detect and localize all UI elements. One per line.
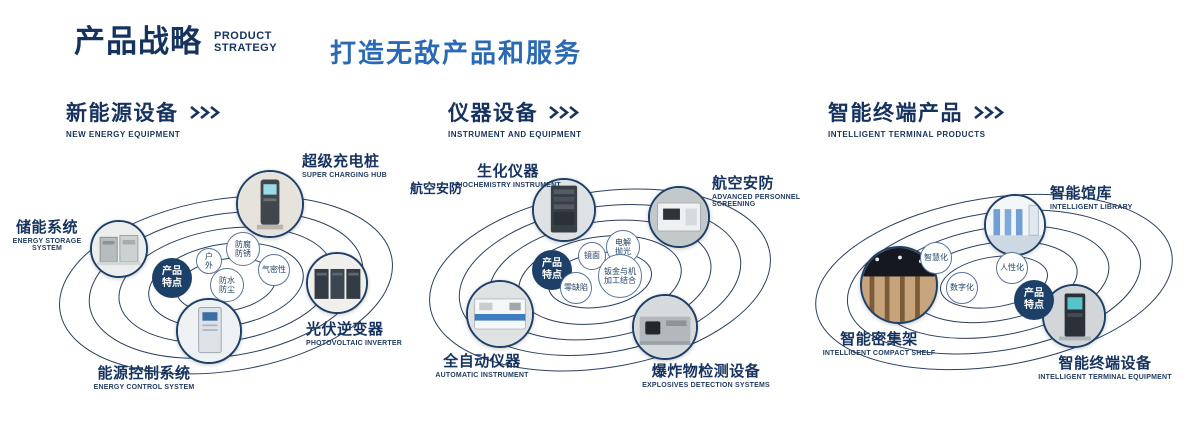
triple-chevron-icon bbox=[973, 105, 1005, 120]
label-en: BIOCHEMISTRY INSTRUMENT bbox=[455, 182, 561, 189]
label-cn: 智能终端设备 bbox=[1058, 355, 1152, 372]
explosives-detection-photo bbox=[632, 294, 698, 360]
energy-control-system-photo bbox=[176, 298, 242, 364]
feature-bubble: 气密性 bbox=[258, 254, 290, 286]
section-subtitle: INTELLIGENT TERMINAL PRODUCTS bbox=[828, 130, 986, 139]
label-automatic-instrument: 全自动仪器 AUTOMATIC INSTRUMENT bbox=[424, 350, 540, 379]
label-super-charging-hub: 超级充电桩 SUPER CHARGING HUB bbox=[302, 150, 414, 179]
triple-chevron-icon bbox=[548, 105, 580, 120]
intelligent-library-photo bbox=[984, 194, 1046, 256]
label-en: SUPER CHARGING HUB bbox=[302, 172, 387, 179]
section-subtitle: INSTRUMENT AND EQUIPMENT bbox=[448, 130, 582, 139]
label-en: ENERGY STORAGE SYSTEM bbox=[12, 238, 82, 252]
feature-bubble: 防腐防锈 bbox=[226, 232, 260, 266]
triple-chevron-icon bbox=[189, 105, 221, 120]
label-en: ENERGY CONTROL SYSTEM bbox=[93, 384, 195, 391]
section-title: 新能源设备 bbox=[66, 102, 179, 125]
label-cn: 爆炸物检测设备 bbox=[651, 363, 761, 380]
feature-bubble: 镜面 bbox=[578, 242, 606, 270]
page-title-en-line1: PRODUCT bbox=[214, 30, 272, 42]
label-cn: 智能馆库 bbox=[1050, 185, 1113, 202]
section-title: 仪器设备 bbox=[448, 102, 538, 125]
feature-bubble: 人性化 bbox=[996, 252, 1028, 284]
automatic-instrument-photo bbox=[466, 280, 534, 348]
section-header-instruments: 仪器设备 INSTRUMENT AND EQUIPMENT bbox=[448, 97, 581, 139]
label-cn: 智能密集架 bbox=[840, 331, 918, 348]
super-charging-hub-photo bbox=[236, 170, 304, 238]
label-en: PHOTOVOLTAIC INVERTER bbox=[306, 340, 402, 347]
label-en: ADVANCED PERSONNEL SCREENING bbox=[712, 194, 801, 208]
label-cn: 生化仪器 bbox=[476, 163, 539, 180]
label-biochemistry-instrument: 生化仪器 BIOCHEMISTRY INSTRUMENT bbox=[452, 160, 564, 189]
feature-badge: 产品特点 bbox=[1014, 280, 1054, 320]
feature-bubble: 数字化 bbox=[946, 272, 978, 304]
label-cn: 光伏逆变器 bbox=[306, 321, 384, 338]
feature-bubble: 智慧化 bbox=[920, 242, 952, 274]
label-personnel-screening: 航空安防 ADVANCED PERSONNEL SCREENING bbox=[712, 172, 816, 208]
label-aviation-security-side: 航空安防 bbox=[410, 181, 463, 196]
label-cn: 航空安防 bbox=[712, 175, 775, 192]
label-cn: 储能系统 bbox=[15, 219, 78, 236]
feature-bubble: 零缺陷 bbox=[560, 272, 592, 304]
section-subtitle: NEW ENERGY EQUIPMENT bbox=[66, 130, 181, 139]
feature-bubble: 钣金与机加工结合 bbox=[598, 254, 642, 298]
section-header-intelligent: 智能终端产品 INTELLIGENT TERMINAL PRODUCTS bbox=[828, 97, 1005, 139]
label-en: INTELLIGENT TERMINAL EQUIPMENT bbox=[1038, 374, 1172, 381]
label-energy-control-system: 能源控制系统 ENERGY CONTROL SYSTEM bbox=[82, 362, 206, 391]
page-title-en: PRODUCT STRATEGY bbox=[214, 30, 277, 54]
label-cn: 全自动仪器 bbox=[443, 353, 521, 370]
label-cn: 能源控制系统 bbox=[97, 365, 191, 382]
personnel-screening-photo bbox=[648, 186, 710, 248]
photovoltaic-inverter-photo bbox=[306, 252, 368, 314]
feature-bubble: 防水防尘 bbox=[210, 268, 244, 302]
page-title-en-line2: STRATEGY bbox=[214, 42, 278, 55]
label-intelligent-terminal: 智能终端设备 INTELLIGENT TERMINAL EQUIPMENT bbox=[1030, 352, 1180, 381]
label-intelligent-library: 智能馆库 INTELLIGENT LIBRARY bbox=[1050, 182, 1162, 211]
page-title: 产品战略 bbox=[74, 24, 202, 59]
label-en: INTELLIGENT LIBRARY bbox=[1050, 204, 1133, 211]
label-en: EXPLOSIVES DETECTION SYSTEMS bbox=[642, 382, 770, 389]
energy-storage-photo bbox=[90, 220, 148, 278]
label-en: AUTOMATIC INSTRUMENT bbox=[435, 372, 529, 379]
biochemistry-instrument-photo bbox=[532, 178, 596, 242]
label-energy-storage: 储能系统 ENERGY STORAGE SYSTEM bbox=[2, 216, 92, 252]
feature-badge: 产品特点 bbox=[152, 258, 192, 298]
label-photovoltaic-inverter: 光伏逆变器 PHOTOVOLTAIC INVERTER bbox=[306, 318, 418, 347]
label-intelligent-compact-shelf: 智能密集架 INTELLIGENT COMPACT SHELF bbox=[820, 328, 938, 357]
section-header-new-energy: 新能源设备 NEW ENERGY EQUIPMENT bbox=[66, 97, 221, 139]
label-cn: 超级充电桩 bbox=[302, 153, 380, 170]
label-explosives-detection: 爆炸物检测设备 EXPLOSIVES DETECTION SYSTEMS bbox=[634, 360, 778, 389]
brand-block: 产品战略 PRODUCT STRATEGY bbox=[74, 26, 277, 57]
slogan: 打造无敌产品和服务 bbox=[330, 38, 583, 68]
section-title: 智能终端产品 bbox=[828, 102, 963, 125]
label-en: INTELLIGENT COMPACT SHELF bbox=[822, 350, 936, 357]
